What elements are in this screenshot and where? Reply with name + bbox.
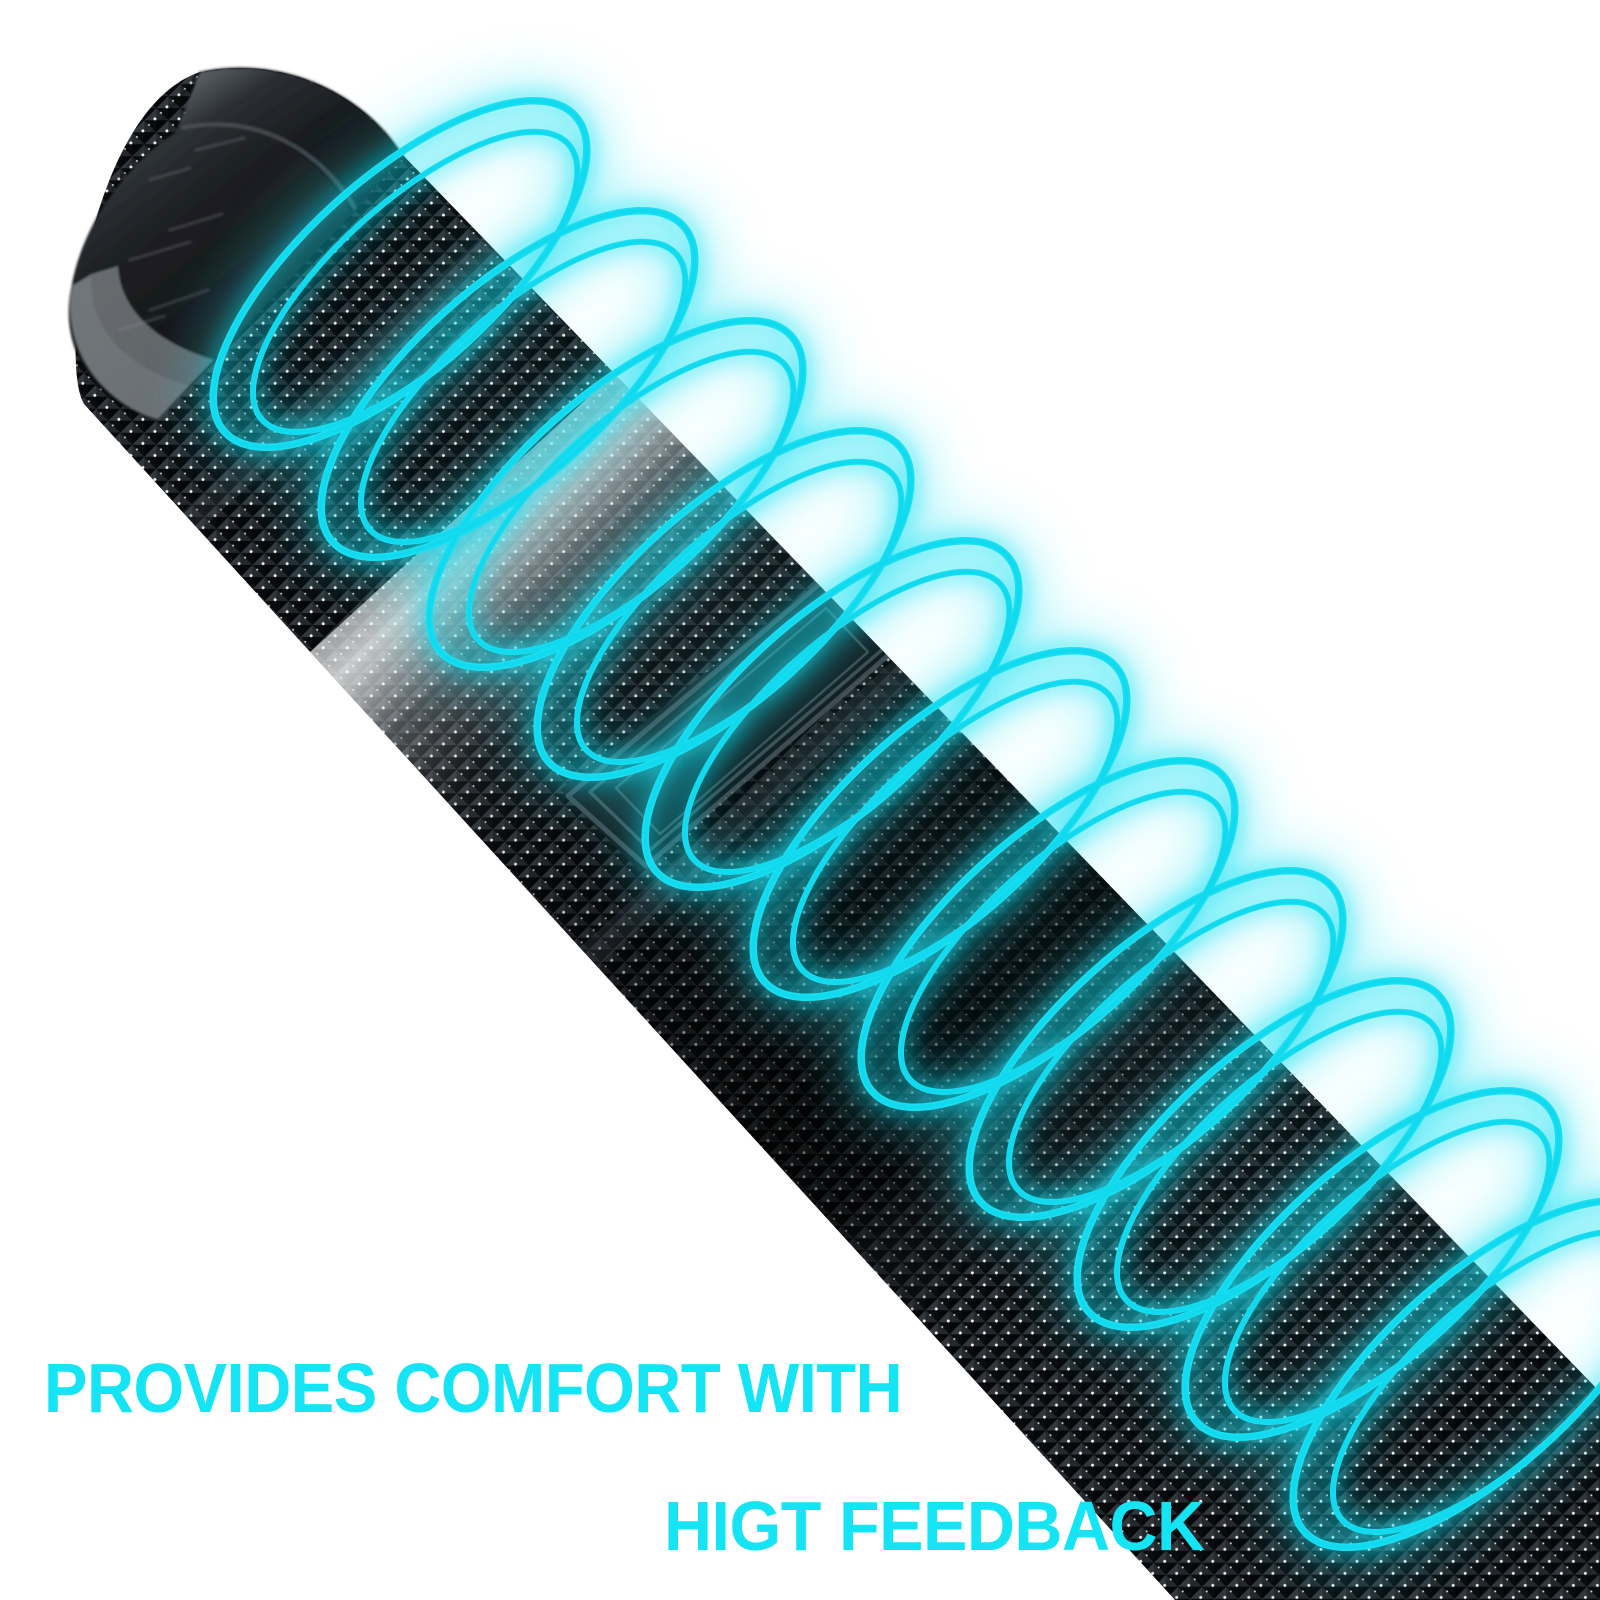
caption-line-1: PROVIDES COMFORT WITH xyxy=(44,1349,903,1427)
caption-line-2: HIGT FEEDBACK xyxy=(664,1487,1205,1565)
